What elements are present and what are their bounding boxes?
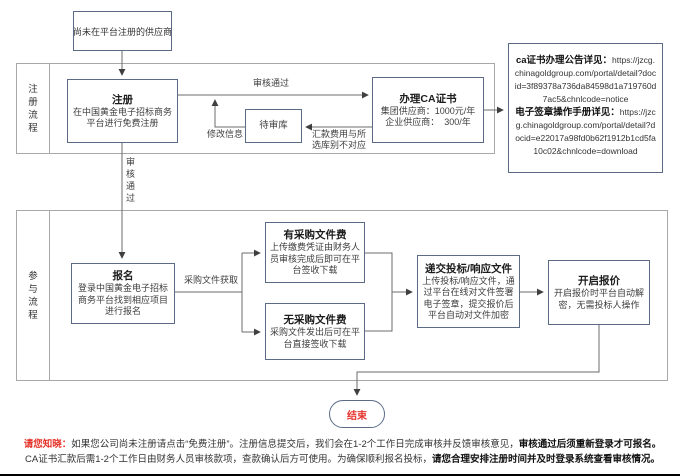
start-node-label: 尚未在平台注册的供应商: [73, 26, 173, 37]
footer-note: 请您知晓：如果您公司尚未注册请点击“免费注册”。注册信息提交后，我们会在1-2个…: [20, 438, 665, 467]
fee-box: 有采购文件费 上传缴费凭证由财务人员审核完成后即可在平台签收下载: [265, 222, 365, 283]
info-notice-url: https://jzcg.chinagoldgroup.com/portal/d…: [514, 55, 657, 104]
fee-box-title: 有采购文件费: [283, 229, 347, 242]
ca-cert-company-price: 企业供应商： 300/年: [385, 117, 471, 127]
pending-store-box-title: 待审库: [259, 120, 288, 132]
info-notice-title: ca证书办理公告详见：: [515, 55, 613, 66]
register-box-title: 注册: [112, 93, 133, 106]
submit-box-title: 递交投标/响应文件: [425, 262, 512, 275]
line-signup-branch: [175, 253, 243, 332]
info-manual-url: https://jzcg.chinagoldgroup.com/portal/d…: [515, 107, 656, 156]
footer-lead: 请您知晓：: [23, 439, 72, 450]
register-box-body: 在中国黄金电子招标商务平台进行免费注册: [72, 106, 172, 129]
no-fee-box: 无采购文件费 采购文件发出后可在平台直接签收下载: [265, 303, 365, 360]
modify-info-label: 修改信息: [207, 129, 244, 139]
participate-section-label-cell: 参与流程: [17, 211, 50, 380]
fee-box-body: 上传缴费凭证由财务人员审核完成后即可在平台签收下载: [269, 242, 360, 276]
footer-text1: 如果您公司尚未注册请点击“免费注册”。注册信息提交后，我们会在1-2个工作日完成…: [71, 439, 519, 450]
open-bid-box: 开启报价 开启报价时平台自动解密，无需投标人操作: [548, 260, 650, 325]
ca-cert-box-title: 办理CA证书: [399, 92, 457, 105]
start-node: 尚未在平台注册的供应商: [73, 11, 172, 51]
register-box: 注册 在中国黄金电子招标商务平台进行免费注册: [67, 79, 178, 143]
footer-text2: CA证书汇款后需1-2个工作日由财务人员审核款项，查款确认后方可使用。为确保顺利…: [25, 453, 432, 465]
open-bid-box-title: 开启报价: [578, 275, 620, 287]
open-bid-box-body: 开启报价时平台自动解密，无需投标人操作: [553, 288, 644, 310]
arrow-pending-return: [211, 99, 245, 128]
submit-box: 递交投标/响应文件 上传投标/响应文件，通过平台在线对文件签署电子签章，提交报价…: [417, 255, 520, 328]
no-fee-box-title: 无采购文件费: [283, 314, 347, 326]
end-node: 结束: [329, 400, 385, 428]
info-manual-title: 电子签章操作手册详见：: [515, 107, 620, 118]
end-node-label: 结束: [347, 410, 367, 422]
remit-mismatch-label: 汇款费用与所选库别不对应: [312, 129, 367, 150]
footer-bold2: 请您合理安排注册时间并及时登录系统查看审核情况。: [431, 453, 660, 465]
audit-pass-vertical-label: 审核通过: [126, 157, 136, 203]
signup-box-title: 报名: [112, 270, 134, 283]
ca-cert-group-price: 集团供应商：1000元/年: [380, 105, 476, 116]
register-section-label: 注册流程: [28, 83, 38, 134]
submit-box-body: 上传投标/响应文件，通过平台在线对文件签署电子签章，提交报价后平台自动对文件加密: [422, 275, 515, 321]
ca-cert-box: 办理CA证书 集团供应商：1000元/年 企业供应商： 300/年: [372, 77, 484, 143]
line-fee-merge: [365, 252, 393, 332]
participate-section-label: 参与流程: [28, 270, 38, 321]
doc-fetch-label: 采购文件获取: [184, 275, 239, 285]
signup-box: 报名 登录中国黄金电子招标商务平台找到相应项目进行报名: [71, 263, 175, 324]
signup-box-body: 登录中国黄金电子招标商务平台找到相应项目进行报名: [77, 283, 168, 317]
register-section-label-cell: 注册流程: [17, 64, 50, 153]
footer-bold1: 审核通过后须重新登录才可报名。: [518, 439, 662, 450]
info-box: ca证书办理公告详见：https://jzcg.chinagoldgroup.c…: [508, 43, 663, 173]
arrow-openbid-to-end: [353, 325, 600, 396]
window-bottom-edge: [0, 474, 680, 476]
pending-store-box: 待审库: [245, 109, 302, 143]
audit-pass-label: 审核通过: [253, 78, 290, 88]
no-fee-box-body: 采购文件发出后可在平台直接签收下载: [269, 327, 360, 349]
